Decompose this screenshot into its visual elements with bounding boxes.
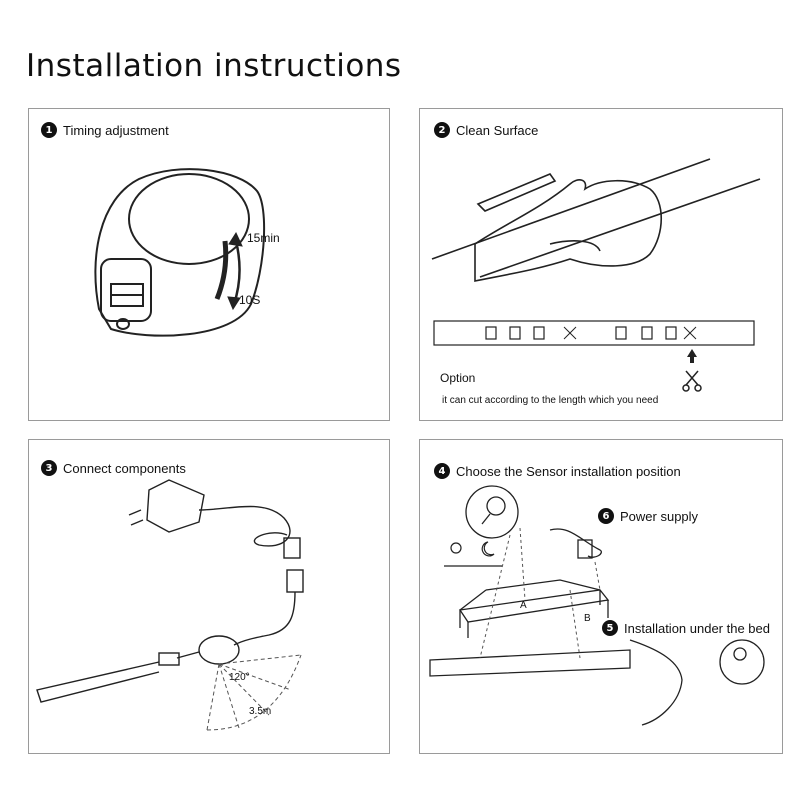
sensor-lens: [128, 173, 250, 265]
moon-icon: [481, 541, 495, 557]
connection-illustration: [36, 479, 304, 731]
step-6-label: Power supply: [620, 508, 699, 524]
detection-angle: 120°: [229, 672, 250, 683]
power-cable: [198, 505, 291, 547]
sun-icon: [450, 542, 462, 554]
sensor-dial-recess: [100, 258, 152, 322]
rotation-arrow: [227, 231, 243, 311]
scissors-icon: [682, 370, 702, 392]
panel-sensor-position: 4 Choose the Sensor installation positio…: [419, 439, 783, 754]
sensor-led: [116, 318, 130, 330]
step-5-header: 5 Installation under the bed: [602, 620, 770, 636]
power-supply-icon: [577, 539, 593, 559]
sensor-wire: [629, 639, 683, 726]
point-b-label: B: [584, 613, 591, 624]
step-4-label: Choose the Sensor installation position: [456, 463, 681, 479]
cleaning-illustration: [431, 158, 761, 282]
sensor-icon: [198, 635, 240, 665]
time-max-label: 15min: [247, 231, 280, 245]
sensor-device-illustration: [94, 168, 266, 337]
step-number-1: 1: [41, 122, 57, 138]
option-label: Option: [440, 371, 476, 385]
led-strip: [433, 320, 755, 346]
step-1-label: Timing adjustment: [63, 122, 169, 138]
panel-timing-adjustment: 1 Timing adjustment 15min 10S: [28, 108, 390, 421]
step-1-header: 1 Timing adjustment: [41, 122, 169, 138]
sensor-cable: [233, 591, 296, 646]
step-6-header: 6 Power supply: [598, 508, 698, 524]
point-a-label: A: [520, 600, 527, 611]
dc-connector: [283, 537, 301, 559]
step-number-2: 2: [434, 122, 450, 138]
sensor-housing: [94, 168, 266, 337]
detection-distance: 3.5m: [249, 706, 272, 717]
led-strip: [36, 661, 160, 703]
sensor-closeup: [465, 485, 519, 539]
detection-fan: [206, 654, 302, 731]
page-title: Installation instructions: [26, 48, 402, 84]
step-3-header: 3 Connect components: [41, 460, 186, 476]
panel-connect-components: 3 Connect components 120° 3.5m: [28, 439, 390, 754]
sensor-mounted: [719, 639, 765, 685]
step-2-header: 2 Clean Surface: [434, 122, 538, 138]
hand-icon: [474, 179, 662, 282]
step-4-header: 4 Choose the Sensor installation positio…: [434, 463, 681, 479]
step-number-3: 3: [41, 460, 57, 476]
power-adapter: [146, 479, 205, 533]
step-3-label: Connect components: [63, 460, 186, 476]
cut-note: it can cut according to the length which…: [442, 395, 659, 406]
step-number-4: 4: [434, 463, 450, 479]
day-night-icons: [444, 541, 502, 567]
power-supply-cable: [549, 528, 602, 558]
step-number-6: 6: [598, 508, 614, 524]
cleaning-cloth: [476, 173, 557, 212]
step-5-label: Installation under the bed: [624, 620, 770, 636]
panel-clean-surface: 2 Clean Surface: [419, 108, 783, 421]
led-strip: [429, 649, 631, 677]
surface-edge-bottom: [479, 178, 761, 278]
step-2-label: Clean Surface: [456, 122, 539, 138]
led-strip-illustration: [433, 320, 755, 392]
step-number-5: 5: [602, 620, 618, 636]
bed-installation-illustration: [429, 485, 765, 726]
strip-connector: [158, 652, 180, 666]
cut-arrow-icon: [687, 349, 697, 357]
time-min-label: 10S: [239, 293, 261, 307]
